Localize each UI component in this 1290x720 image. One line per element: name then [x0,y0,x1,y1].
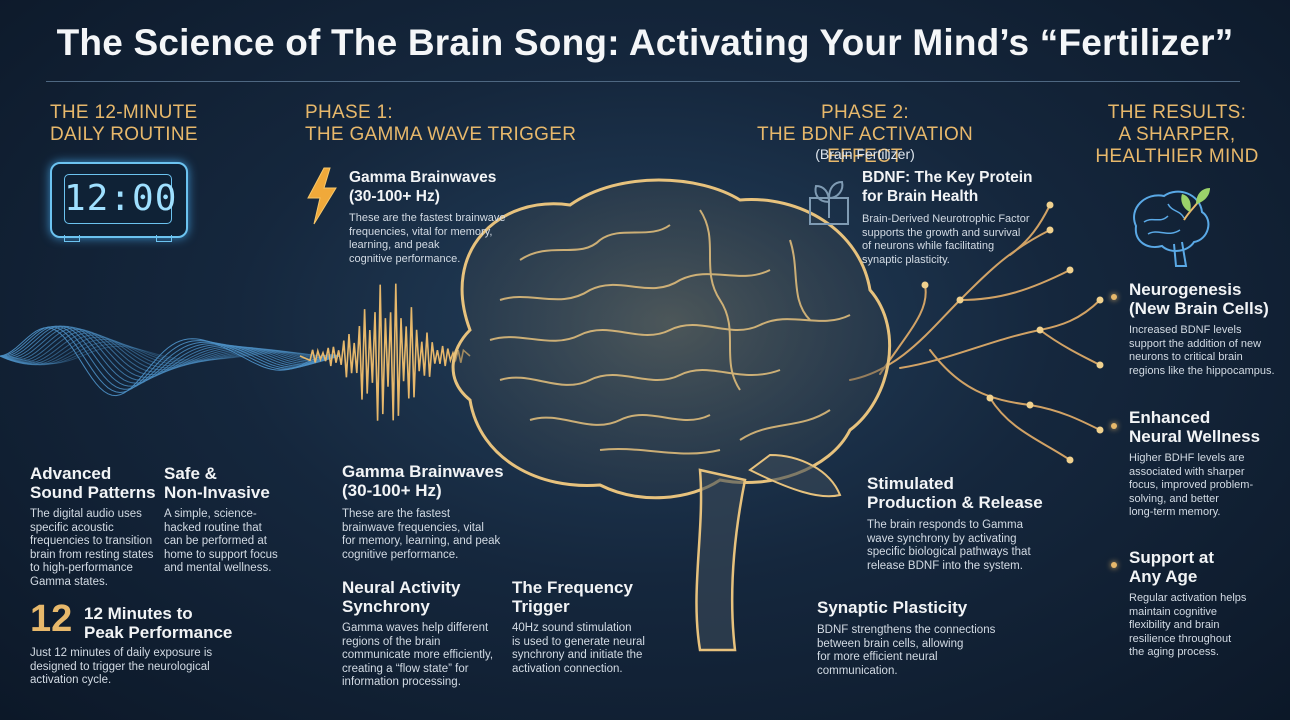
synapse-node [1066,456,1074,464]
result-wellness: Enhanced Neural Wellness Higher BDHF lev… [1129,408,1289,520]
plasticity-block: Synaptic Plasticity BDNF strengthens the… [817,598,1017,678]
sound-wave-line [0,345,341,364]
sound-wave-line [0,325,341,384]
trigger-block: The Frequency Trigger 40Hz sound stimula… [512,578,672,676]
lightning-bolt-icon [307,167,337,225]
safe-title-2: Non-Invasive [164,483,270,502]
result-bullet-1 [1111,294,1117,300]
sprout-icon [809,180,849,225]
synapse-node [1096,426,1104,434]
synapse-node [956,296,964,304]
sound-wave-line [0,327,341,397]
result-neurogenesis: Neurogenesis (New Brain Cells) Increased… [1129,280,1289,378]
result-bullet-3 [1111,562,1117,568]
sound-wave-line [0,326,341,394]
sound-wave-line [0,327,341,378]
routine-heading-line1: THE 12-MINUTE [50,102,198,123]
advanced-title-1: Advanced [30,464,112,483]
sound-wave-line [0,336,341,367]
synapse-node [1036,326,1044,334]
brain-sprout-icon [1133,188,1210,267]
phase2-heading: PHASE 2: THE BDNF ACTIVATION EFFECT [756,102,974,167]
synapse-node [1026,401,1034,409]
synapse-node [986,394,994,402]
twelve-number: 12 [30,598,73,640]
advanced-sound-block: Advanced Sound Patterns The digital audi… [30,464,160,589]
digital-clock-icon: 12:00 [50,162,188,244]
result-bullet-2 [1111,423,1117,429]
clock-display: 12:00 [64,178,178,219]
sync-block: Neural Activity Synchrony Gamma waves he… [342,578,512,690]
page-title: The Science of The Brain Song: Activatin… [56,22,1234,63]
phase2-subheading: (Brain Fertilizer) [815,146,915,162]
gamma-top-block: Gamma Brainwaves (30-100+ Hz) These are … [349,168,539,266]
phase1-heading: PHASE 1: THE GAMMA WAVE TRIGGER [305,102,577,145]
sound-wave-line [0,330,341,373]
sound-wave-line [0,334,341,369]
routine-heading-line2: DAILY ROUTINE [50,124,198,145]
synapse-node [1096,361,1104,369]
bdnf-block: BDNF: The Key Protein for Brain Health B… [862,168,1062,267]
safe-block: Safe & Non-Invasive A simple, science-ha… [164,464,294,576]
result-any-age: Support at Any Age Regular activation he… [1129,548,1289,660]
peak-title: 12 Minutes to Peak Performance [84,604,233,642]
stimulated-block: Stimulated Production & Release The brai… [867,474,1067,573]
sound-wave-line [0,325,341,387]
title-divider [46,81,1240,82]
sound-wave-line [0,328,341,376]
synapse-node [1066,266,1074,274]
routine-heading: THE 12-MINUTE DAILY ROUTINE [50,102,240,146]
results-heading: THE RESULTS: A SHARPER, HEALTHIER MIND [1095,102,1259,167]
sound-wave-line [0,343,341,365]
sound-wave-line [0,325,341,390]
synapse-node [921,281,929,289]
advanced-title-2: Sound Patterns [30,483,156,502]
sound-wave-line [0,332,341,371]
gamma-mid-block: Gamma Brainwaves (30-100+ Hz) These are … [342,462,542,562]
synapse-node [1096,296,1104,304]
sound-wave-line [0,341,341,366]
sound-wave-line [0,338,341,366]
gamma-burst-wave [299,283,471,421]
safe-title-1: Safe & [164,464,217,483]
sound-wave-line [0,326,341,381]
